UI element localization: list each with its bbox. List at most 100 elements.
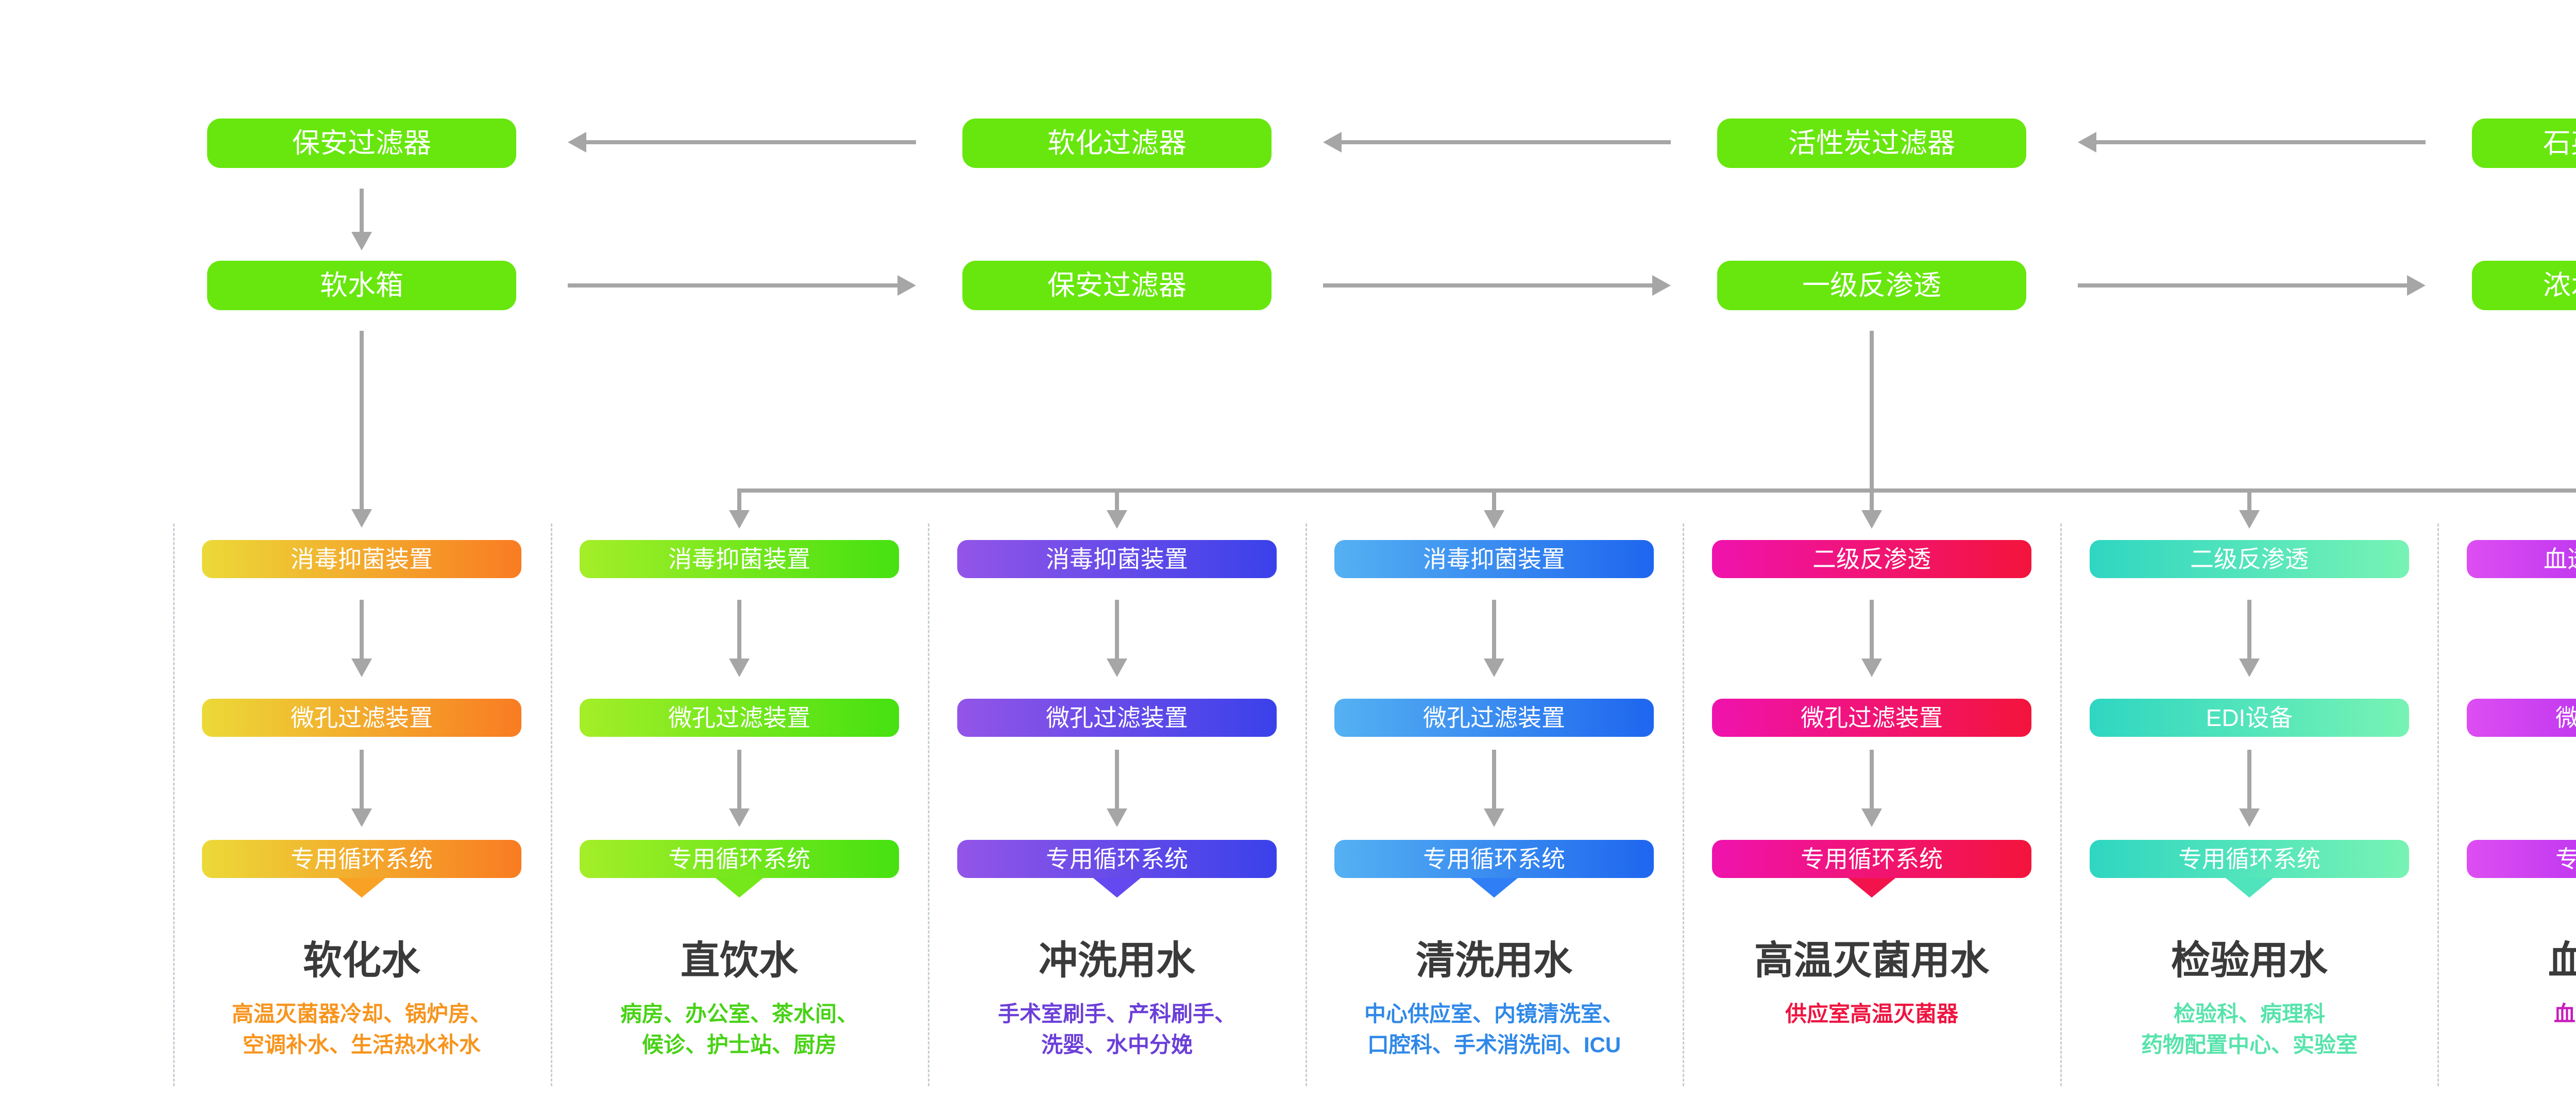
process-step-box: 微孔过滤装置 <box>2467 699 2576 737</box>
flow-node-security-filter-2: 保安过滤器 <box>962 261 1272 310</box>
flow-node-quartz-filter: 石英砂过滤器 <box>2472 119 2576 168</box>
process-step-box: 专用循环系统 <box>202 840 521 878</box>
usage-line: 候诊、护士站、厨房 <box>641 1033 837 1057</box>
arrow-line <box>1870 600 1874 662</box>
down-arrow-icon <box>351 750 372 827</box>
callout-pointer <box>1848 878 1895 898</box>
process-step-box: EDI设备 <box>2090 699 2409 737</box>
arrow-line <box>2247 493 2251 513</box>
water-type-label: 清洗用水 <box>1416 939 1572 983</box>
usage-description: 检验科、病理科 药物配置中心、实验室 <box>2059 999 2440 1060</box>
arrow-line <box>1492 750 1496 812</box>
arrow-line <box>360 331 364 512</box>
callout-pointer <box>716 878 763 898</box>
process-step-box: 消毒抑菌装置 <box>1334 540 1654 578</box>
column-separator <box>173 524 175 1086</box>
branch-drop-arrow <box>1484 493 1504 529</box>
arrow-line <box>2078 283 2409 288</box>
down-arrow-icon <box>729 750 750 827</box>
down-arrow-icon <box>1484 750 1504 827</box>
usage-line: 口腔科、手术消洗间、ICU <box>1367 1033 1621 1057</box>
arrow-head <box>2239 510 2260 529</box>
branch-drop-arrow <box>2239 493 2260 529</box>
process-step-box: 专用循环系统 <box>2467 840 2576 878</box>
branch-drop-arrow <box>1107 493 1127 529</box>
usage-description: 供应室高温灭菌器 <box>1681 999 2062 1029</box>
arrow-head <box>729 659 750 677</box>
process-step-box: 专用循环系统 <box>2090 840 2409 878</box>
water-type-label: 直饮水 <box>681 939 798 983</box>
down-arrow-icon <box>2239 600 2260 677</box>
flow-node-ro-stage1: 一级反渗透 <box>1717 261 2026 310</box>
arrow-line <box>584 140 916 144</box>
down-arrow-icon <box>1107 750 1127 827</box>
process-step-box: 微孔过滤装置 <box>957 699 1277 737</box>
arrow-head <box>729 510 750 529</box>
down-arrow-icon <box>2239 750 2260 827</box>
flow-arrow-down <box>351 189 372 250</box>
water-type-label: 检验用水 <box>2171 939 2328 983</box>
water-column-hemodialysis: 血透水处理系统 微孔过滤装置 专用循环系统 血透用水 血透中心、ICU <box>2436 540 2576 1029</box>
usage-description: 血透中心、ICU <box>2436 999 2576 1029</box>
arrow-head <box>1107 659 1127 677</box>
water-column-rinsing: 消毒抑菌装置 微孔过滤装置 专用循环系统 冲洗用水 手术室刷手、产科刷手、 洗婴… <box>926 540 1308 1060</box>
flow-node-security-filter: 保安过滤器 <box>207 119 516 168</box>
usage-line: 供应室高温灭菌器 <box>1785 1002 1958 1026</box>
process-step-box: 专用循环系统 <box>1334 840 1654 878</box>
process-step-box: 血透水处理系统 <box>2467 540 2576 578</box>
arrow-head <box>2078 132 2096 153</box>
water-column-cleaning: 消毒抑菌装置 微孔过滤装置 专用循环系统 清洗用水 中心供应室、内镜清洗室、 口… <box>1303 540 1685 1060</box>
flow-arrow-left <box>1323 132 1671 153</box>
flow-arrow-right <box>568 275 916 296</box>
process-step-box: 微孔过滤装置 <box>1334 699 1654 737</box>
branch-drop-arrow <box>1861 493 1882 529</box>
callout-pointer <box>2226 878 2273 898</box>
soft-tank-feed-arrow <box>351 331 372 528</box>
usage-line: 洗婴、水中分娩 <box>1041 1033 1193 1057</box>
down-arrow-icon <box>1861 600 1882 677</box>
arrow-head <box>897 275 916 296</box>
water-column-laboratory: 二级反渗透 EDI设备 专用循环系统 检验用水 检验科、病理科 药物配置中心、实… <box>2059 540 2440 1060</box>
usage-line: 中心供应室、内镜清洗室、 <box>1364 1002 1624 1026</box>
arrow-head <box>1107 510 1127 529</box>
callout-pointer <box>338 878 385 898</box>
arrow-line <box>2247 600 2251 662</box>
usage-line: 药物配置中心、实验室 <box>2141 1033 2358 1057</box>
arrow-head <box>2239 808 2260 827</box>
down-arrow-icon <box>729 600 750 677</box>
water-type-label: 软化水 <box>303 939 420 983</box>
usage-line: 手术室刷手、产科刷手、 <box>997 1002 1236 1026</box>
arrow-line <box>1492 600 1496 662</box>
flow-node-concentrate-recovery: 浓水回收装置 <box>2472 261 2576 310</box>
arrow-head <box>351 659 372 677</box>
arrow-head <box>351 232 372 250</box>
callout-pointer <box>1093 878 1141 898</box>
usage-description: 高温灭菌器冷却、锅炉房、 空调补水、生活热水补水 <box>171 999 552 1060</box>
arrow-line <box>1870 750 1874 812</box>
flow-arrow-right <box>1323 275 1671 296</box>
arrow-line <box>568 283 900 288</box>
arrow-head <box>1484 659 1504 677</box>
process-step-box: 专用循环系统 <box>957 840 1277 878</box>
arrow-line <box>2094 140 2426 144</box>
arrow-line <box>1492 493 1496 513</box>
arrow-line <box>1115 600 1119 662</box>
usage-line: 病房、办公室、茶水间、 <box>620 1002 858 1026</box>
flow-arrow-left <box>568 132 916 153</box>
flow-arrow-right <box>2078 275 2426 296</box>
usage-line: 检验科、病理科 <box>2173 1002 2325 1026</box>
usage-description: 中心供应室、内镜清洗室、 口腔科、手术消洗间、ICU <box>1303 999 1685 1060</box>
process-step-box: 消毒抑菌装置 <box>580 540 899 578</box>
arrow-head <box>729 808 750 827</box>
process-step-box: 微孔过滤装置 <box>202 699 521 737</box>
ro-feed-line <box>1870 331 1874 488</box>
process-step-box: 微孔过滤装置 <box>580 699 899 737</box>
arrow-line <box>360 189 364 235</box>
branch-drop-arrow <box>729 493 750 529</box>
arrow-head <box>1484 808 1504 827</box>
water-type-label: 冲洗用水 <box>1039 939 1195 983</box>
arrow-line <box>1870 493 1874 513</box>
arrow-head <box>1484 510 1504 529</box>
down-arrow-icon <box>1484 600 1504 677</box>
process-step-box: 消毒抑菌装置 <box>202 540 521 578</box>
